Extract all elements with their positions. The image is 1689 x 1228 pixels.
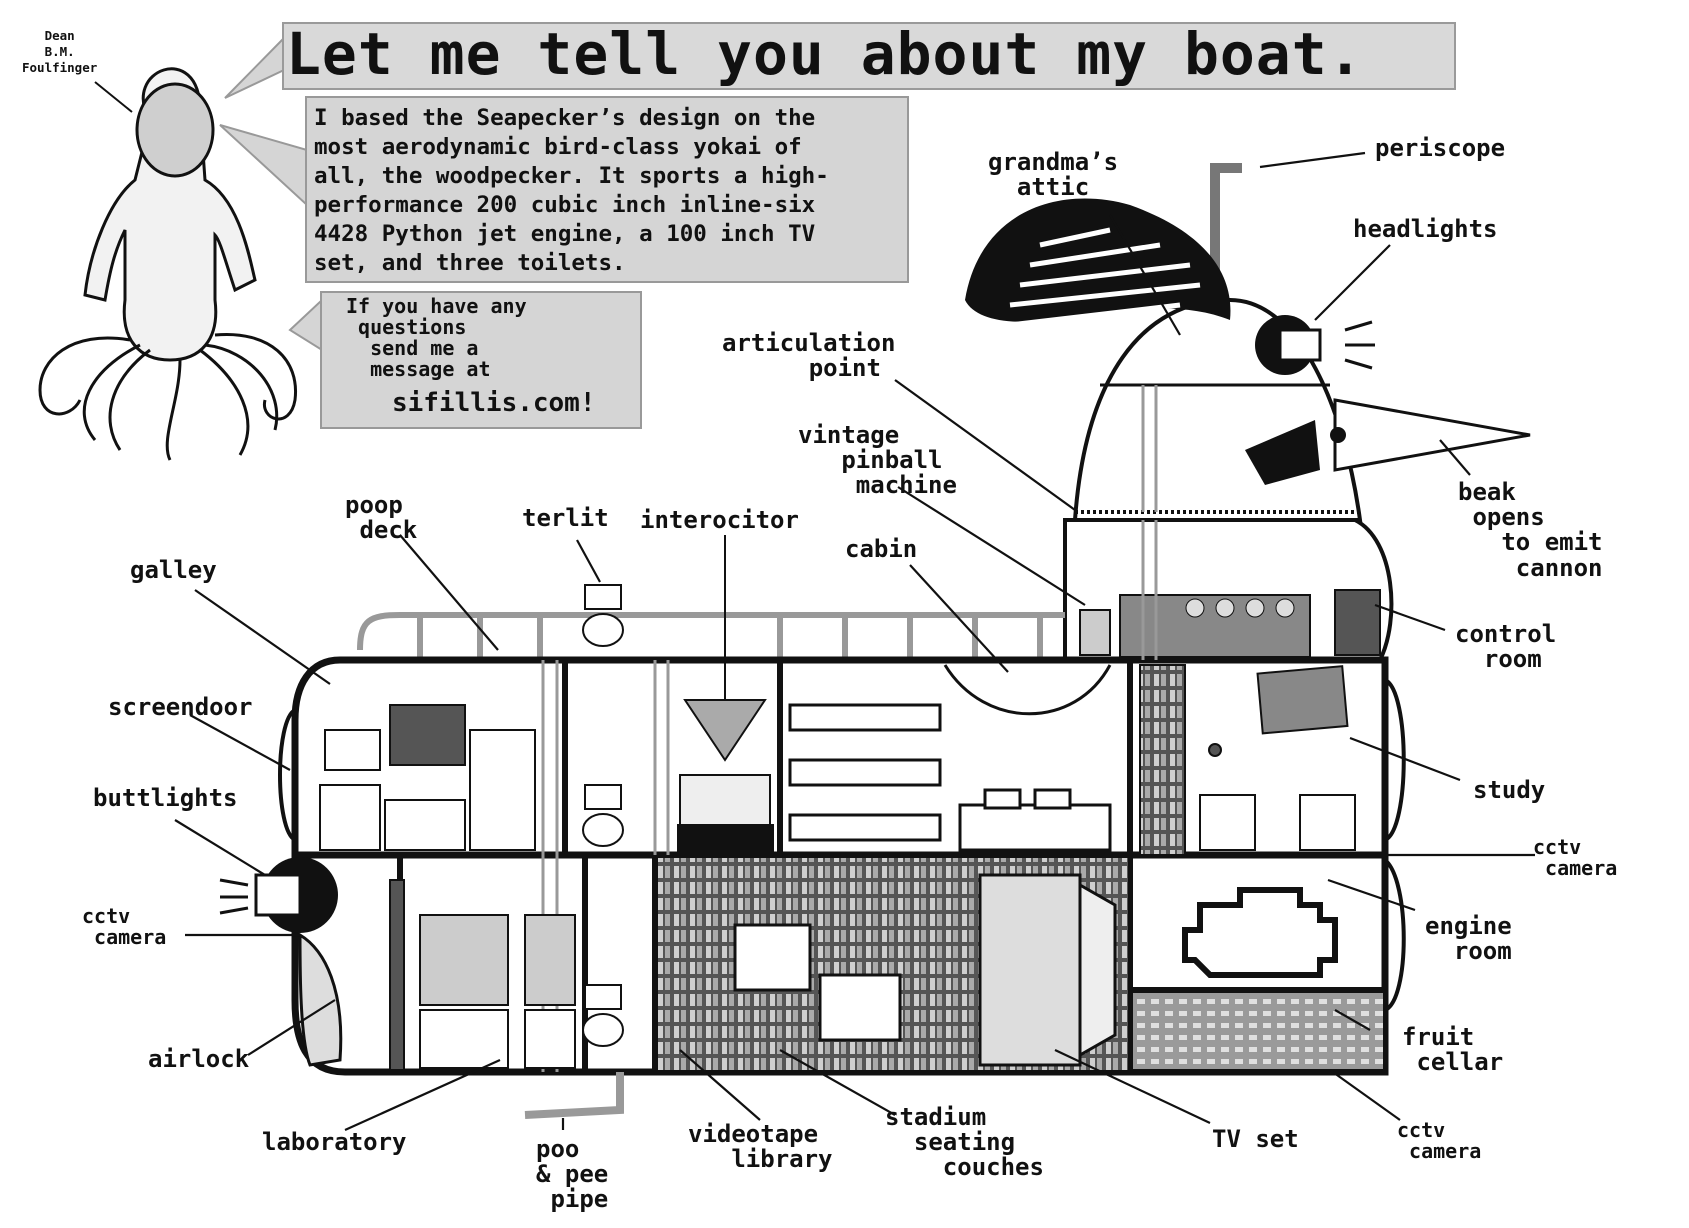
stadium-seats bbox=[733, 923, 902, 1042]
label-cabin: cabin bbox=[845, 535, 918, 563]
poo-pipe bbox=[524, 1072, 624, 1119]
contact-website-link[interactable]: sifillis.com! bbox=[392, 388, 596, 418]
interocitor-machine bbox=[677, 535, 774, 854]
galley-room bbox=[319, 704, 536, 851]
label-engine-room: engine room bbox=[1425, 912, 1512, 966]
cabin-room bbox=[788, 664, 1112, 852]
label-videotape-library: videotape library bbox=[688, 1120, 833, 1174]
label-cctv-camera-right: cctv camera bbox=[1533, 835, 1618, 880]
leader-lines bbox=[174, 151, 1535, 1132]
engine-room bbox=[1182, 887, 1338, 978]
page-title: Let me tell you about my boat. bbox=[286, 20, 1364, 88]
label-screendoor: screendoor bbox=[108, 693, 253, 721]
label-poo-pee-pipe: poo & pee pipe bbox=[536, 1135, 609, 1214]
label-poop-deck: poop deck bbox=[345, 491, 418, 545]
label-fruit-cellar: fruit cellar bbox=[1402, 1023, 1504, 1077]
airlock bbox=[298, 932, 343, 1067]
label-beak-opens: beak opens to emit cannon bbox=[1458, 478, 1603, 582]
toilets bbox=[582, 584, 624, 1047]
attic-stripes bbox=[1009, 227, 1201, 328]
label-buttlights: buttlights bbox=[93, 784, 238, 812]
label-cctv-camera-bottom: cctv camera bbox=[1397, 1118, 1482, 1163]
laboratory-room bbox=[389, 879, 576, 1071]
label-control-room: control room bbox=[1455, 620, 1557, 674]
label-galley: galley bbox=[130, 556, 217, 584]
label-cctv-camera-left: cctv camera bbox=[82, 904, 167, 949]
study-room bbox=[1139, 664, 1356, 856]
fruit-cellar-crates bbox=[1133, 993, 1383, 1069]
contact-speech-box bbox=[320, 291, 642, 429]
tv-set bbox=[978, 873, 1117, 1067]
control-deck bbox=[1063, 518, 1394, 662]
label-study: study bbox=[1473, 776, 1546, 804]
label-periscope: periscope bbox=[1375, 134, 1506, 162]
label-laboratory: laboratory bbox=[262, 1128, 407, 1156]
label-airlock: airlock bbox=[148, 1045, 250, 1073]
bird-head-tower bbox=[965, 198, 1531, 522]
contact-text: If you have any questions send me a mess… bbox=[346, 294, 527, 381]
author-octopus-figure bbox=[38, 67, 298, 461]
label-tv-set: TV set bbox=[1212, 1125, 1299, 1153]
label-articulation-point: articulation point bbox=[722, 329, 896, 383]
label-headlights: headlights bbox=[1353, 215, 1498, 243]
author-name: Dean B.M. Foulfinger bbox=[22, 28, 98, 75]
label-terlit: terlit bbox=[522, 504, 609, 532]
buttlights-lamp bbox=[219, 857, 338, 933]
intro-speech-box bbox=[305, 96, 909, 283]
title-banner bbox=[282, 22, 1456, 90]
label-stadium-seating-couches: stadium seating couches bbox=[885, 1103, 1044, 1182]
deck-railing bbox=[357, 612, 1065, 660]
intro-text: I based the Seapecker’s design on the mo… bbox=[314, 105, 829, 276]
label-grandmas-attic: grandma’s attic bbox=[988, 148, 1119, 202]
label-vintage-pinball-machine: vintage pinball machine bbox=[798, 421, 957, 500]
label-interocitor: interocitor bbox=[640, 506, 799, 534]
